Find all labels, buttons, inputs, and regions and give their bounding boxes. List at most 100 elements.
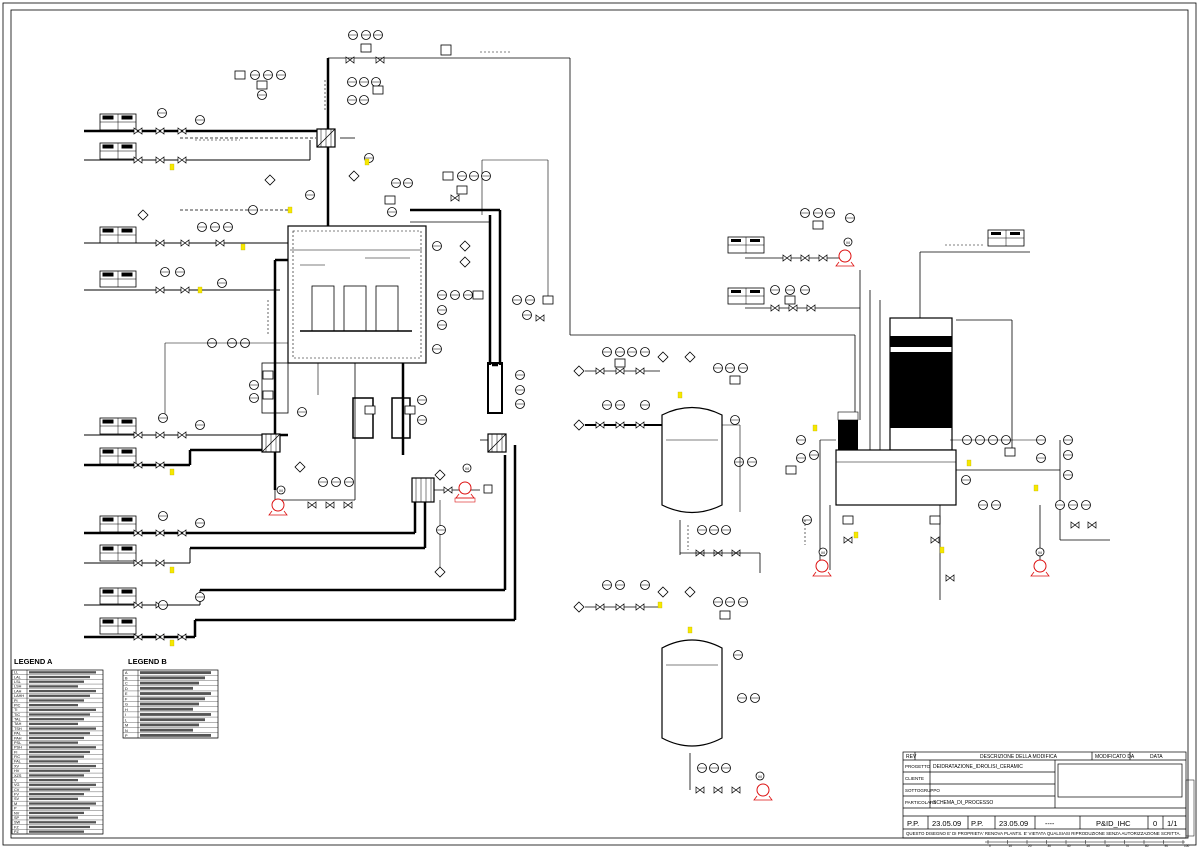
legend-a-row-description-mark (29, 760, 78, 763)
heat-exchanger-left (261, 433, 281, 453)
ruler-number: 90 (1165, 844, 1169, 848)
legend-a-row-description-mark (29, 778, 78, 782)
ruler-number: 50 (1087, 844, 1091, 848)
legend-b-row-code: N (125, 729, 128, 733)
legend-a-row-code: FI (14, 750, 17, 754)
legend-a-row-description-mark (29, 811, 84, 815)
legend-a-row-code: NV (14, 811, 20, 815)
sheet-value: 1/1 (1167, 819, 1177, 828)
feed-stream-group-mid (84, 174, 315, 420)
rev-header: REV (906, 754, 917, 760)
ruler-number: 100 (1184, 844, 1190, 848)
legend-a-row-code: LAHH (14, 694, 24, 698)
legend-b-row-description-mark (140, 692, 211, 695)
legend-a-row-description-mark (29, 718, 84, 721)
legend-b-row-code: E (125, 692, 128, 696)
legend-b-row-description-mark (140, 728, 193, 732)
title-block-text: REV DESCRIZIONE DELLA MODIFICA MODIFICAT… (905, 754, 1181, 836)
legend-a-row-description-mark (29, 783, 96, 786)
side-margin-tag (1185, 779, 1195, 837)
legend-b-row-code: A (125, 671, 128, 675)
legend-b-row-code: M (125, 724, 128, 728)
legend-a-row-code: TIC (14, 713, 20, 717)
legend-a-row-code: LAL (14, 675, 21, 679)
reactor-vessel (287, 225, 427, 364)
legend-a-row-code: LSL (14, 680, 21, 684)
sottogruppo-label: SOTTOGRUPPO (905, 788, 940, 793)
legend-a-row-description-mark (29, 675, 90, 679)
legend-a-row-description-mark (29, 830, 84, 833)
progetto-value: DEIDRATAZIONE_IDROLISI_CERAMIC (933, 764, 1023, 770)
particolare-label: PARTICOLARE (905, 800, 936, 805)
legend-b-row-code: C (125, 682, 128, 686)
legend-a-row-description-mark (29, 774, 84, 777)
legend-a-row-code: PAL (14, 732, 21, 736)
legend-a-row-code: PI (14, 699, 18, 703)
legend-a-row-code: FAL (14, 760, 21, 764)
ruler-number: 80 (1145, 844, 1149, 848)
legend-a-row-code: PSL (14, 741, 21, 745)
legend-b-row-code: H (125, 708, 128, 712)
legend-b-row-code: P (125, 734, 128, 738)
legend-b-row-description-mark (140, 697, 205, 701)
legend-a-row-description-mark (29, 816, 78, 819)
legend-a-row-code: SP (14, 816, 20, 820)
legend-a-row-description-mark (29, 694, 90, 697)
ruler-number: 40 (1067, 844, 1071, 848)
legend-a-row-code: TAL (14, 718, 21, 722)
legend-b-row-code: B (125, 676, 128, 680)
legend-a-row-description-mark (29, 821, 96, 824)
legend-a-row-code: SV (14, 797, 20, 801)
ruler-number: 20 (1028, 844, 1032, 848)
legend-a-row-code: LL (14, 671, 18, 675)
legend-b-row-description-mark (140, 671, 211, 675)
legend-a-row-description-mark (29, 793, 84, 796)
legend-a-row-code: LAH (14, 689, 22, 693)
legend-a-row-code: SW (14, 821, 21, 825)
legend-b-row-description-mark (140, 707, 193, 711)
legend-a-row-description-mark (29, 741, 78, 744)
legend-a-row-code: HV (14, 769, 20, 773)
feed-stream-group-top (84, 108, 320, 171)
legend-a-row-code: P (14, 807, 17, 811)
legend-a-title: LEGEND A (14, 657, 53, 666)
legend-a-row-description-mark (29, 708, 96, 711)
legend-b-row-code: F (125, 697, 128, 701)
column-base-tank (835, 411, 957, 506)
circulation-pump (440, 44, 493, 503)
legend-a-row-code: PZ (14, 830, 20, 834)
legend-a-row-code: FV (14, 793, 19, 797)
distillation-column (889, 317, 953, 451)
legend-a-row-code: PSH (14, 746, 22, 750)
title-block (902, 751, 1187, 839)
legend-a-row-description-mark (29, 685, 78, 688)
legend-a-row-code: XV (14, 764, 20, 768)
legend-b-row-description-mark (140, 733, 211, 737)
legend-a-row-description-mark (29, 727, 96, 730)
heat-exchanger-right (487, 433, 507, 453)
drawing-number: P&ID_IHC (1096, 819, 1131, 828)
legend-a-row-description-mark (29, 755, 84, 758)
legend-b-row-description-mark (140, 681, 199, 685)
legend-a-row-description-mark (29, 764, 96, 768)
legend-a-row-description-mark (29, 788, 90, 791)
legend-a-row-code: TAH (14, 722, 22, 726)
legend-b-title: LEGEND B (128, 657, 167, 666)
legend-a-row-code: V (14, 778, 17, 782)
legend-a-row-code: M (14, 802, 17, 806)
date-header: DATA (1150, 754, 1163, 760)
heat-exchanger-top (316, 128, 336, 148)
feed-pump-left (268, 485, 288, 516)
legend-b-row-description-mark (140, 702, 199, 706)
legend-a-row-description-mark (29, 769, 90, 772)
modified-by-header: MODIFICATO DA (1095, 754, 1135, 760)
legend-b-row-description-mark (140, 686, 193, 690)
progetto-label: PROGETTO (905, 764, 931, 769)
legend-a-row-description-mark (29, 746, 96, 749)
ruler-number: 70 (1126, 844, 1130, 848)
ruler-number: 30 (1048, 844, 1052, 848)
legend-a-row-description-mark (29, 736, 84, 740)
legend-b-row-code: D (125, 687, 128, 691)
